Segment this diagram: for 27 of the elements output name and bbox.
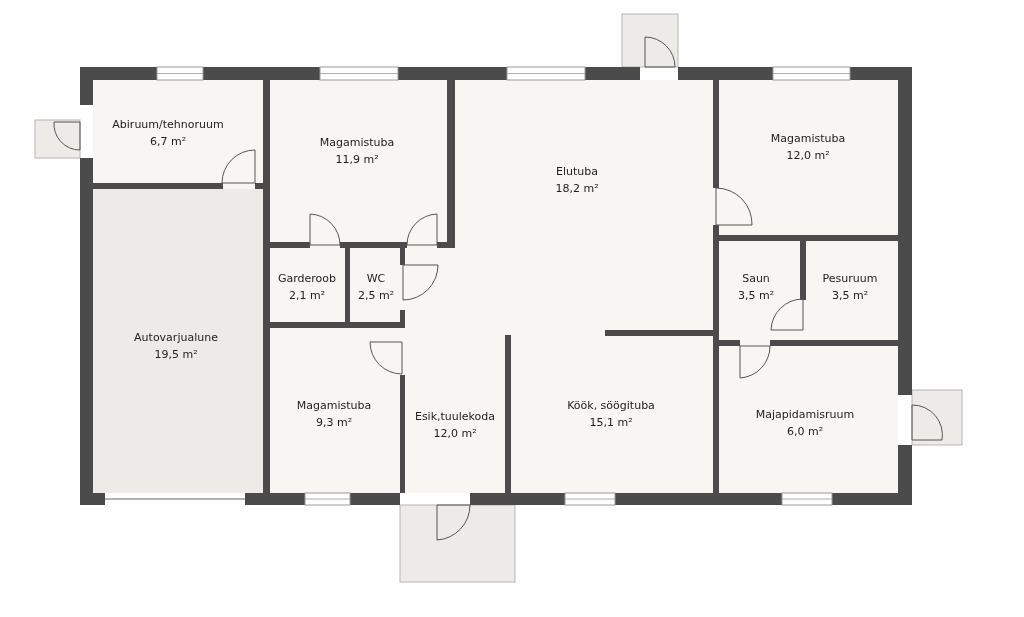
room-area: 12,0 m² [433, 425, 477, 442]
room-area: 2,5 m² [357, 287, 395, 304]
room-name: WC [366, 271, 386, 287]
room-area: 3,5 m² [737, 287, 775, 304]
room-name: Autovarjualune [134, 330, 218, 346]
room-name: Pesuruum [822, 271, 878, 287]
room-area: 15,1 m² [589, 414, 633, 431]
room-name: Abiruum/tehnoruum [112, 117, 224, 133]
room-name: Magamistuba [770, 131, 846, 147]
room-area: 19,5 m² [154, 346, 198, 363]
room-name: Saun [742, 271, 770, 287]
room-area: 9,3 m² [315, 414, 353, 431]
room-area: 2,1 m² [288, 287, 326, 304]
room-floor [93, 189, 263, 493]
room-name: Köök, söögituba [567, 398, 655, 414]
room-name: Elutuba [556, 164, 598, 180]
room-area: 6,7 m² [149, 133, 187, 150]
room-area: 3,5 m² [831, 287, 869, 304]
room-name: Majapidamisruum [755, 407, 855, 423]
room-area: 12,0 m² [786, 147, 830, 164]
room-name: Esik,tuulekoda [414, 409, 496, 425]
room-name: Magamistuba [296, 398, 372, 414]
room-area: 18,2 m² [555, 180, 599, 197]
room-name: Garderoob [277, 271, 337, 287]
room-area: 11,9 m² [335, 151, 379, 168]
room-name: Magamistuba [319, 135, 395, 151]
room-area: 6,0 m² [786, 423, 824, 440]
